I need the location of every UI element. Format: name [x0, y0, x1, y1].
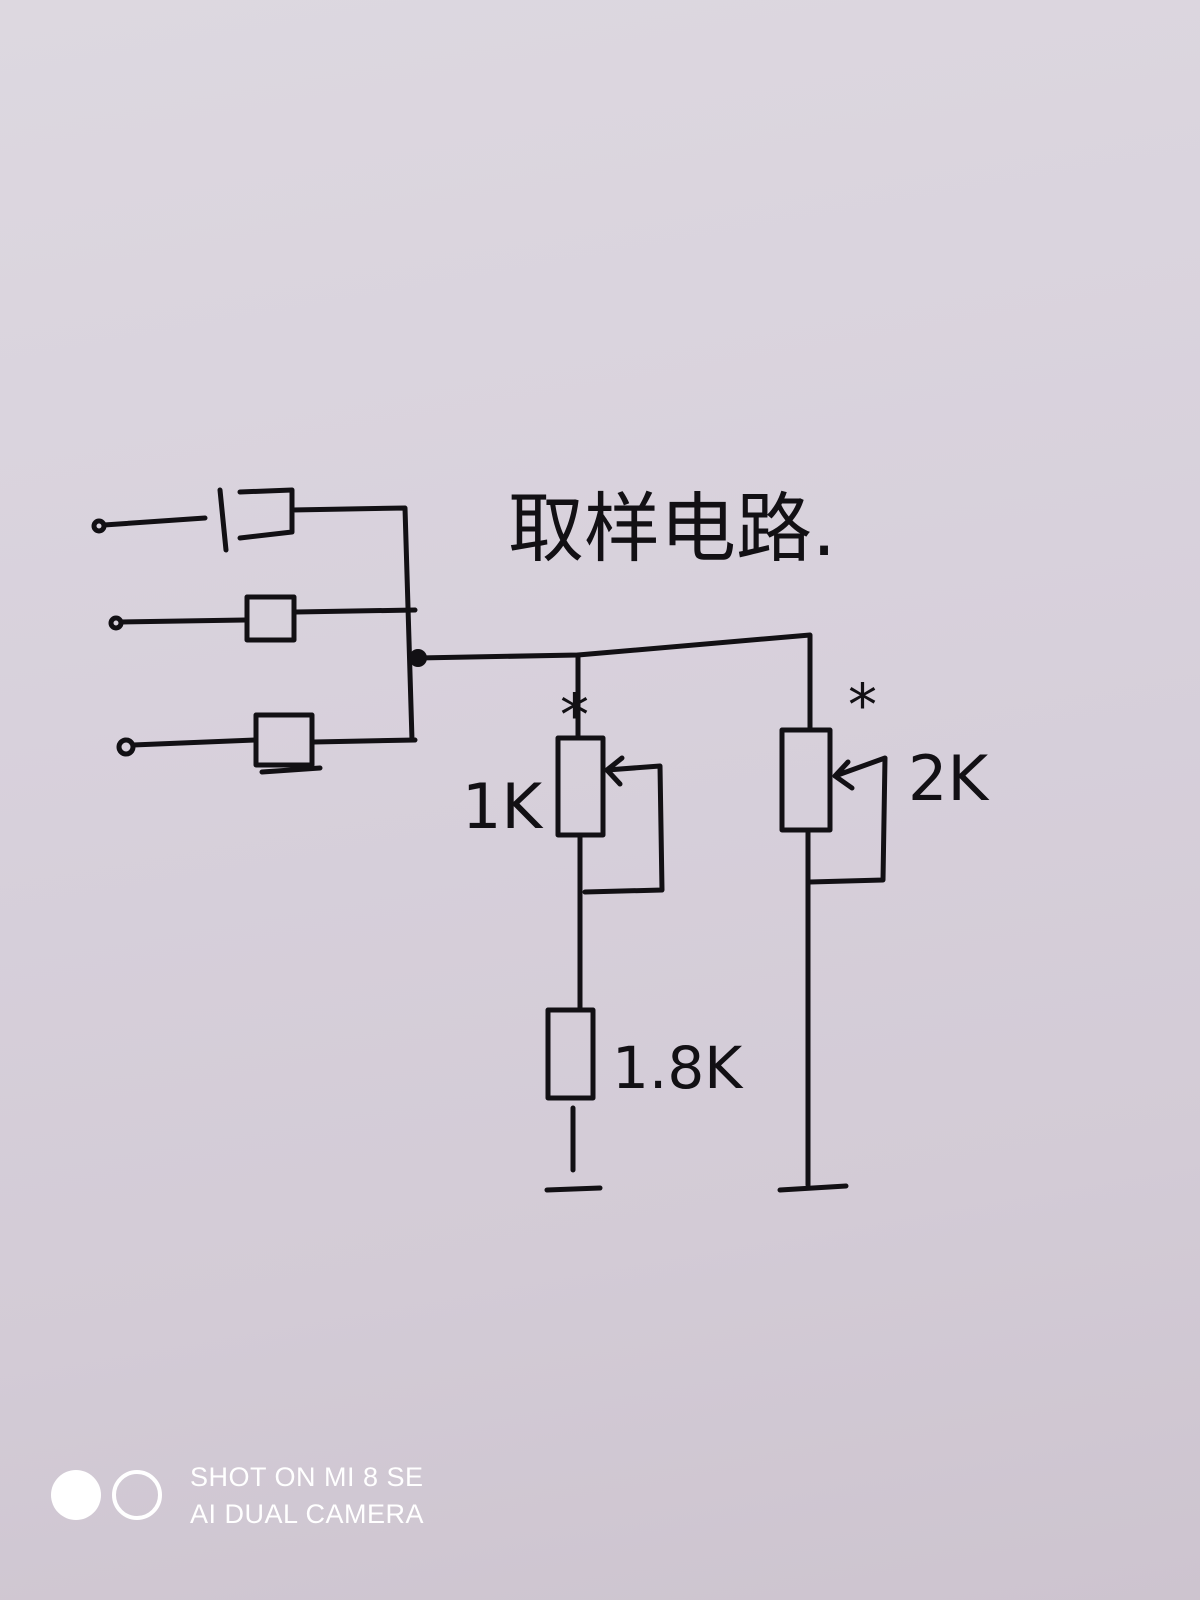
component-box-1	[237, 487, 415, 743]
pot2-value-label: 2K	[908, 742, 989, 815]
ground-symbol	[777, 827, 849, 1193]
capacitor-plate	[217, 487, 229, 553]
pot2-mark: *	[848, 671, 877, 739]
resistor-1-8k	[544, 1007, 603, 1193]
watermark-dot-outline	[112, 1470, 162, 1520]
wire	[293, 607, 418, 615]
ground-symbol	[544, 1105, 603, 1193]
pot-body	[555, 735, 606, 838]
component-box-3	[253, 712, 315, 768]
camera-watermark: SHOT ON MI 8 SE AI DUAL CAMERA	[51, 1462, 424, 1529]
potentiometer-2k	[777, 727, 888, 1193]
input-branch-2	[108, 594, 418, 643]
watermark-dot-filled	[51, 1470, 101, 1520]
wire	[118, 617, 248, 625]
wire	[130, 737, 258, 748]
potentiometer-1k	[555, 652, 665, 1013]
resistor-value-label: 1.8K	[612, 1034, 744, 1102]
input-terminal-3	[116, 737, 136, 757]
pot1-value-label: 1K	[462, 770, 543, 843]
input-branch-3	[116, 712, 418, 775]
resistor-body	[545, 1007, 596, 1101]
wiper-arrow	[807, 755, 888, 885]
bus-wire	[415, 632, 813, 733]
wire	[101, 515, 208, 528]
watermark-line-1: SHOT ON MI 8 SE	[190, 1462, 424, 1492]
diagram-title: 取样电路.	[508, 484, 836, 573]
pot-body	[779, 727, 833, 833]
wiper-arrow	[582, 755, 665, 895]
component-box-2	[244, 594, 297, 643]
input-branch-1	[91, 487, 415, 743]
wire	[259, 737, 418, 775]
watermark-line-2: AI DUAL CAMERA	[190, 1499, 424, 1529]
pot1-mark: *	[560, 681, 589, 749]
